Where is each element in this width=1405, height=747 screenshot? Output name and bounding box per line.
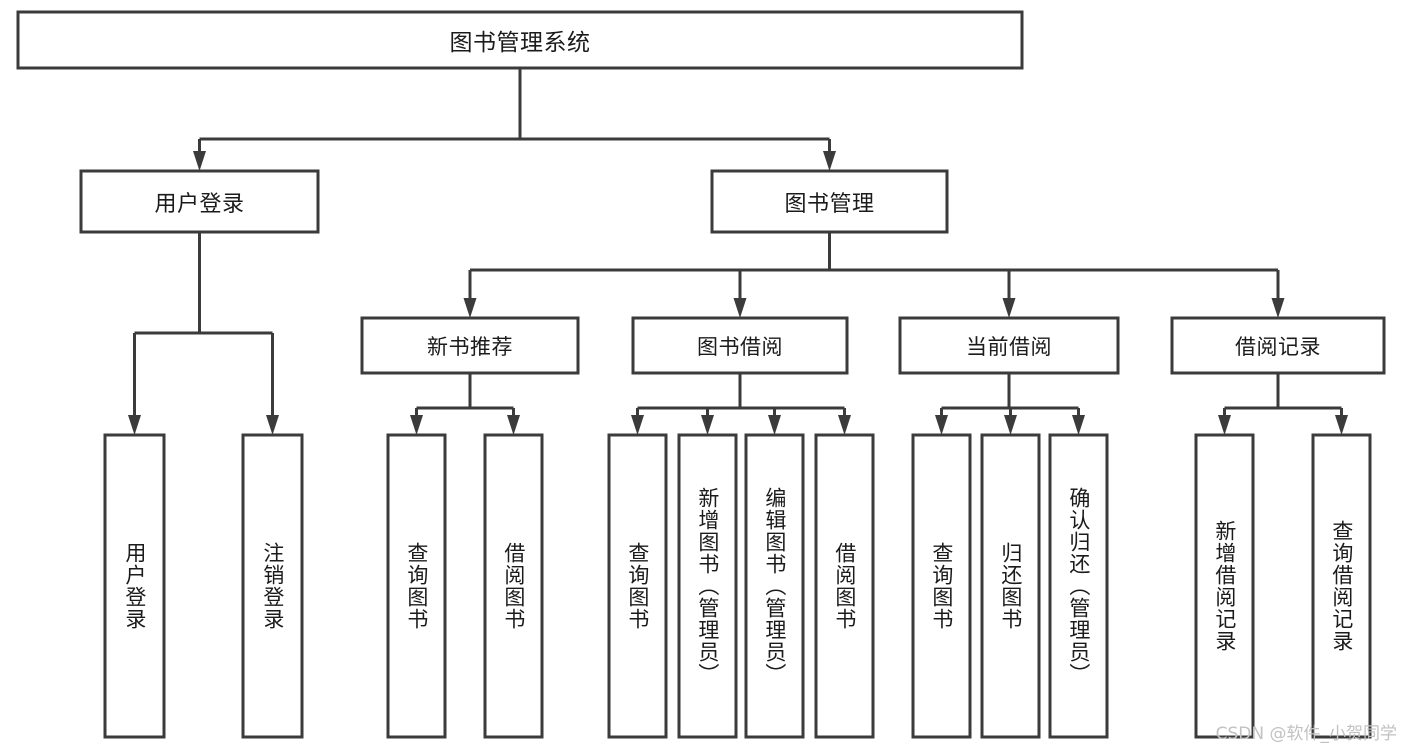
arrow-head-icon <box>1218 415 1231 435</box>
arrow-head-icon <box>768 415 781 435</box>
node-box-leaf-query-record[interactable] <box>1311 433 1372 739</box>
arrow-head-icon <box>631 415 644 435</box>
node-box-leaf-borrow-book-rec[interactable] <box>483 433 544 739</box>
connector-bookmanage-to-level2 <box>463 232 1285 318</box>
arrow-head-icon <box>193 151 206 171</box>
node-box-leaf-query-book-cur[interactable] <box>911 433 972 739</box>
node-box-leaf-query-book-rec[interactable] <box>386 433 447 739</box>
arrow-head-icon <box>507 415 520 435</box>
arrow-head-icon <box>1271 298 1285 318</box>
node-box-leaf-add-record[interactable] <box>1194 433 1255 739</box>
connector-borrowrecord-to-leaves <box>1218 373 1348 435</box>
arrow-head-icon <box>128 415 141 435</box>
node-box-user-login[interactable] <box>79 169 320 234</box>
connector-userlogin-to-leaves <box>128 232 279 435</box>
node-box-leaf-borrow-book[interactable] <box>814 433 875 739</box>
node-box-leaf-add-book[interactable] <box>677 433 738 739</box>
arrow-head-icon <box>935 415 948 435</box>
node-box-book-borrow[interactable] <box>631 316 849 375</box>
arrow-head-icon <box>1004 415 1017 435</box>
connector-currentborrow-to-leaves <box>935 373 1085 435</box>
arrow-head-icon <box>701 415 714 435</box>
arrow-head-icon <box>1072 415 1085 435</box>
node-box-leaf-query-book[interactable] <box>607 433 668 739</box>
arrow-head-icon <box>266 415 279 435</box>
node-box-new-book-rec[interactable] <box>360 316 580 375</box>
node-box-book-manage[interactable] <box>710 169 949 234</box>
connector-bookborrow-to-leaves <box>631 373 851 435</box>
arrow-head-icon <box>838 415 851 435</box>
node-box-leaf-confirm-return[interactable] <box>1048 433 1109 739</box>
node-box-root[interactable] <box>16 10 1024 70</box>
node-box-borrow-record[interactable] <box>1170 316 1386 375</box>
arrow-head-icon <box>463 298 477 318</box>
node-box-leaf-return-book[interactable] <box>980 433 1041 739</box>
node-box-layer <box>16 10 1386 739</box>
node-box-leaf-user-logout[interactable] <box>241 433 304 739</box>
connector-newbookrec-to-leaves <box>410 373 520 435</box>
node-box-leaf-edit-book[interactable] <box>744 433 805 739</box>
arrow-head-icon <box>1335 415 1348 435</box>
arrow-head-icon <box>1002 298 1016 318</box>
connector-layer <box>128 68 1348 435</box>
arrow-head-icon <box>733 298 747 318</box>
node-box-leaf-user-login[interactable] <box>103 433 166 739</box>
arrow-head-icon <box>823 151 836 171</box>
connector-root-to-level1 <box>193 68 836 171</box>
arrow-head-icon <box>410 415 423 435</box>
node-box-current-borrow[interactable] <box>898 316 1120 375</box>
